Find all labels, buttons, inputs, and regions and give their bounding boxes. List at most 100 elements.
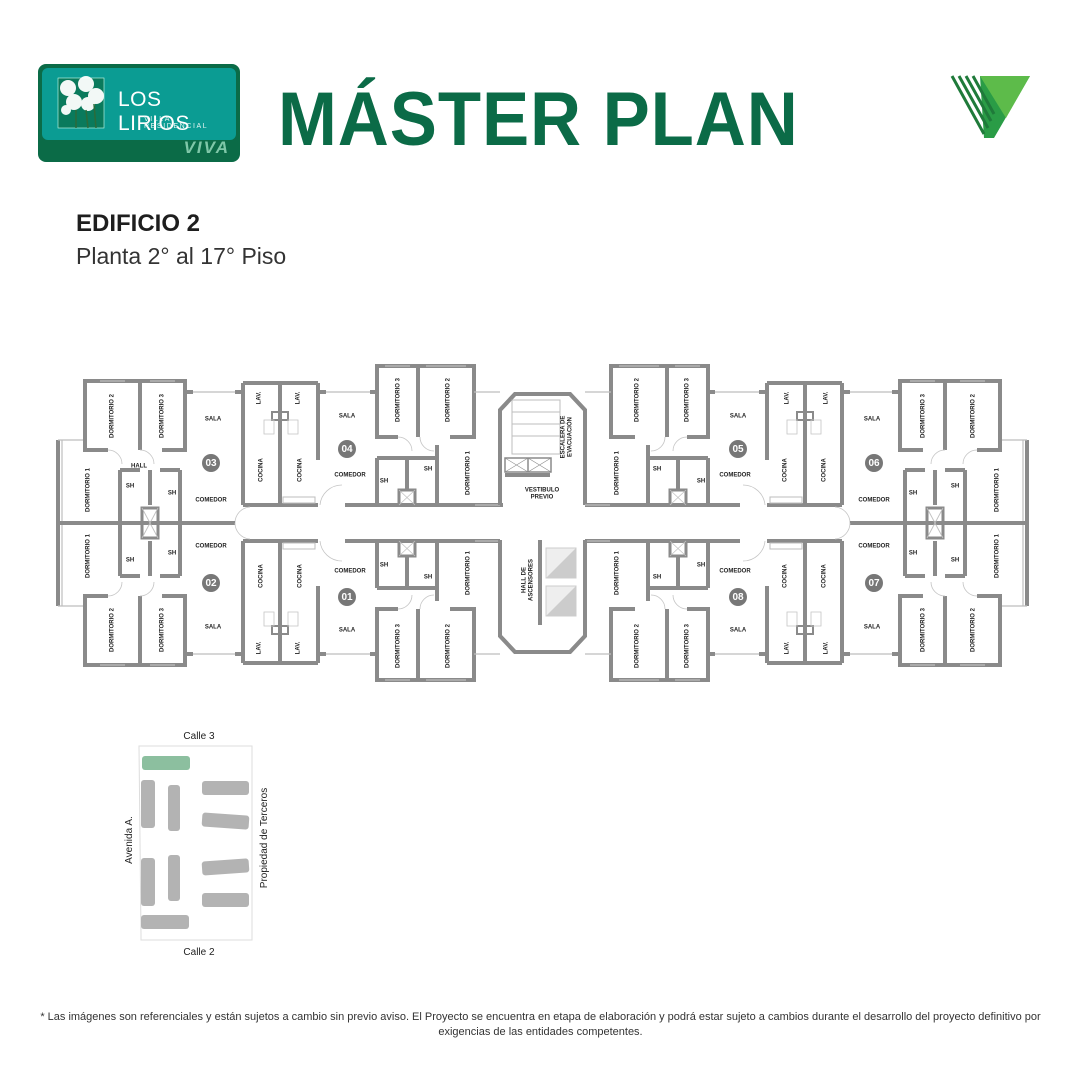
logo-badge: VIVA <box>183 138 230 157</box>
room-label-sh-b: SH <box>168 551 176 557</box>
room-label-dorm2: DORMITORIO 2 <box>446 377 452 422</box>
unit-number: 06 <box>868 458 880 469</box>
shaft-icon <box>504 457 552 473</box>
lily-flower-icon <box>57 76 105 129</box>
room-label-sh-b: SH <box>909 551 917 557</box>
logo-name: LOS LIRIOS <box>118 88 190 135</box>
room-label-lav: LAV. <box>257 641 263 654</box>
room-label-comedor: COMEDOR <box>195 544 227 550</box>
site-map: Calle 3 Calle 2 Avenida A. Propiedad de … <box>124 731 270 958</box>
room-label-dorm3: DORMITORIO 3 <box>921 607 927 652</box>
room-label-dorm2: DORMITORIO 2 <box>110 607 116 652</box>
unit-number: 01 <box>341 592 353 603</box>
room-label-cocina: COCINA <box>298 564 304 588</box>
floor-plan: DORMITORIO 2 DORMITORIO 3 DORMITORIO 1 SH SH… <box>56 364 1029 682</box>
room-label-sala: SALA <box>730 414 747 420</box>
room-label-sh-b: SH <box>653 467 661 473</box>
room-label-comedor: COMEDOR <box>719 473 751 479</box>
site-label-north: Calle 3 <box>183 731 215 742</box>
room-label-dorm3: DORMITORIO 3 <box>160 607 166 652</box>
room-label-cocina: COCINA <box>783 458 789 482</box>
room-label-dorm1: DORMITORIO 1 <box>615 450 621 495</box>
unit-number-badge <box>729 588 747 606</box>
site-building-highlight <box>142 756 190 770</box>
room-label-cocina: COCINA <box>298 458 304 482</box>
unit-number-badge <box>202 574 220 592</box>
room-label-dorm3: DORMITORIO 3 <box>396 623 402 668</box>
building-name: EDIFICIO 2 <box>76 210 201 237</box>
room-label-cocina: COCINA <box>259 458 265 482</box>
room-label-comedor: COMEDOR <box>858 498 890 504</box>
room-label-sh-a: SH <box>951 484 959 490</box>
unit-number: 02 <box>205 578 217 589</box>
elevator-hall-label: HALL DE <box>522 567 528 593</box>
vestibule-label: VESTIBULO <box>525 488 560 494</box>
room-label-dorm1: DORMITORIO 1 <box>995 467 1001 512</box>
room-label-dorm1: DORMITORIO 1 <box>466 450 472 495</box>
unit-number: 07 <box>868 578 880 589</box>
vestibule-label: PREVIO <box>531 495 554 501</box>
disclaimer: * Las imágenes son referenciales y están… <box>40 1011 1041 1038</box>
room-label-sala: SALA <box>205 625 222 631</box>
room-label-comedor: COMEDOR <box>719 569 751 575</box>
unit-number-badge <box>202 454 220 472</box>
room-label-lav: LAV. <box>296 641 302 654</box>
room-label-cocina: COCINA <box>259 564 265 588</box>
room-label-dorm2: DORMITORIO 2 <box>635 377 641 422</box>
room-label-lav: LAV. <box>296 391 302 404</box>
room-label-comedor: COMEDOR <box>858 544 890 550</box>
room-label-dorm2: DORMITORIO 2 <box>971 607 977 652</box>
room-label-sh-b: SH <box>168 491 176 497</box>
unit-number-badge <box>338 440 356 458</box>
unit-number: 05 <box>732 444 744 455</box>
room-label-cocina: COCINA <box>783 564 789 588</box>
site-buildings <box>141 780 250 929</box>
room-label-sh-b: SH <box>424 575 432 581</box>
v-logo-icon <box>950 75 1030 138</box>
room-label-lav: LAV. <box>785 391 791 404</box>
room-label-hall: HALL <box>131 464 147 470</box>
room-label-lav: LAV. <box>824 391 830 404</box>
room-label-dorm3: DORMITORIO 3 <box>396 377 402 422</box>
room-label-dorm3: DORMITORIO 3 <box>160 393 166 438</box>
room-label-sala: SALA <box>205 417 222 423</box>
room-label-dorm1: DORMITORIO 1 <box>466 550 472 595</box>
room-label-comedor: COMEDOR <box>334 473 366 479</box>
elevator-hall-label: ASCENSORES <box>529 559 535 601</box>
room-label-cocina: COCINA <box>822 564 828 588</box>
room-label-sh-b: SH <box>909 491 917 497</box>
room-label-sh-a: SH <box>380 563 388 569</box>
unit-number-badge <box>338 588 356 606</box>
room-label-sh-a: SH <box>951 558 959 564</box>
floor-range: Planta 2° al 17° Piso <box>76 243 287 269</box>
room-label-sh-b: SH <box>424 467 432 473</box>
room-label-cocina: COCINA <box>822 458 828 482</box>
room-label-dorm2: DORMITORIO 2 <box>971 393 977 438</box>
room-label-sala: SALA <box>339 414 356 420</box>
unit-number: 08 <box>732 592 744 603</box>
room-label-lav: LAV. <box>257 391 263 404</box>
stair-label: ESCALERA DE <box>561 416 567 459</box>
room-label-dorm1: DORMITORIO 1 <box>86 467 92 512</box>
room-label-comedor: COMEDOR <box>195 498 227 504</box>
site-label-west: Avenida A. <box>124 816 135 864</box>
room-label-comedor: COMEDOR <box>334 569 366 575</box>
room-label-lav: LAV. <box>824 641 830 654</box>
stair-label: EVACUACIÓN <box>566 417 574 457</box>
room-label-dorm1: DORMITORIO 1 <box>615 550 621 595</box>
room-label-dorm3: DORMITORIO 3 <box>921 393 927 438</box>
room-label-dorm1: DORMITORIO 1 <box>86 533 92 578</box>
logo-panel: LOS LIRIOS VILLA RESIDENCIAL <box>42 68 236 140</box>
unit-number-badge <box>729 440 747 458</box>
room-label-sala: SALA <box>339 628 356 634</box>
room-label-sala: SALA <box>864 625 881 631</box>
room-label-dorm2: DORMITORIO 2 <box>110 393 116 438</box>
logo-subtitle: VILLA RESIDENCIAL <box>144 116 209 130</box>
site-label-east: Propiedad de Terceros <box>259 788 270 888</box>
page-title: MÁSTER PLAN <box>278 77 799 162</box>
unit-number-badge <box>865 454 883 472</box>
stair-icon <box>511 399 561 455</box>
unit-number-badge <box>865 574 883 592</box>
room-label-sh-a: SH <box>126 484 134 490</box>
room-label-dorm2: DORMITORIO 2 <box>635 623 641 668</box>
